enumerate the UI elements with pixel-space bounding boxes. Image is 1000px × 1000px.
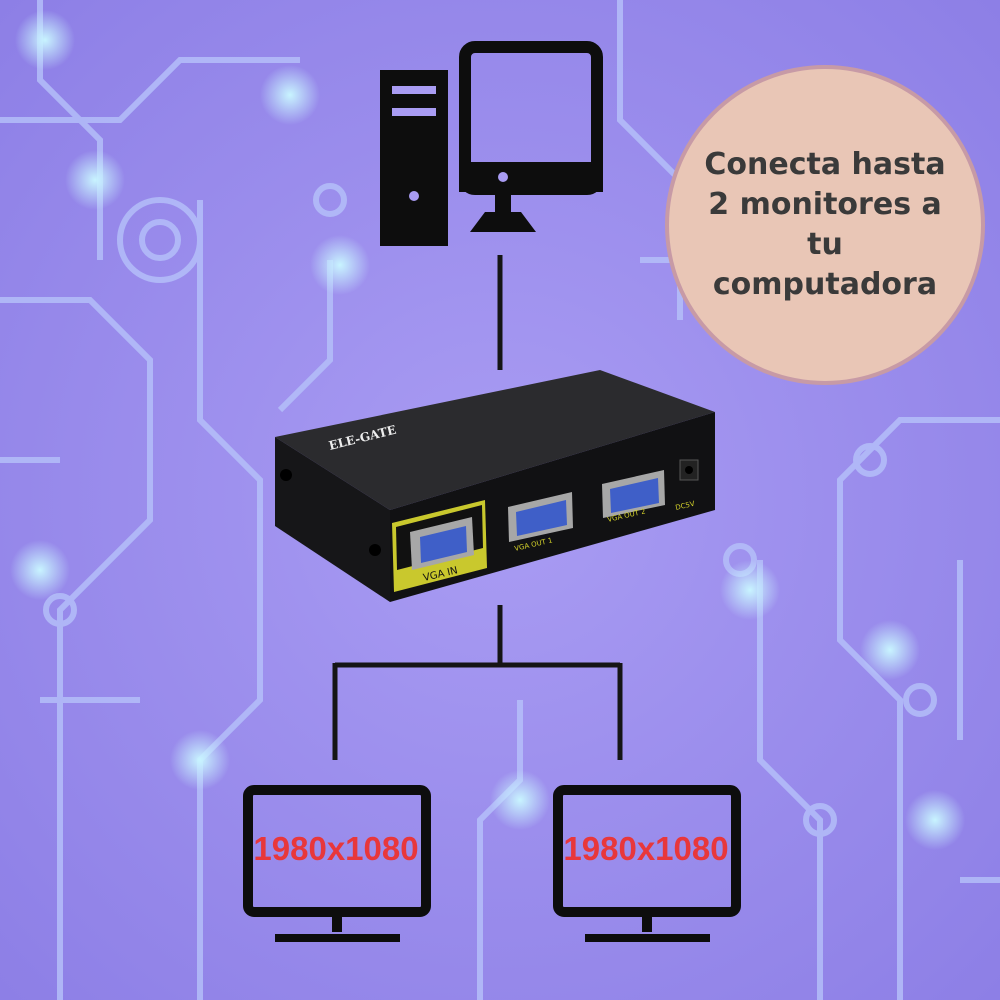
tower-icon [380, 70, 448, 246]
computer-icon [380, 41, 603, 246]
vga-splitter-device: ELE-GATE VGA IN VGA OUT 1 VGA OUT 2 DC5V [275, 370, 715, 602]
monitor-right-icon [553, 785, 741, 942]
callout-text: Conecta hasta 2 monitores a tu computado… [704, 147, 946, 302]
monitor-right-resolution: 1980x1080 [563, 830, 729, 867]
monitor-left-resolution: 1980x1080 [253, 830, 419, 867]
circuit-glows [10, 10, 965, 850]
feature-callout: Conecta hasta 2 monitores a tu computado… [665, 65, 985, 385]
connection-lines [332, 255, 623, 760]
monitor-left-icon [243, 785, 431, 942]
